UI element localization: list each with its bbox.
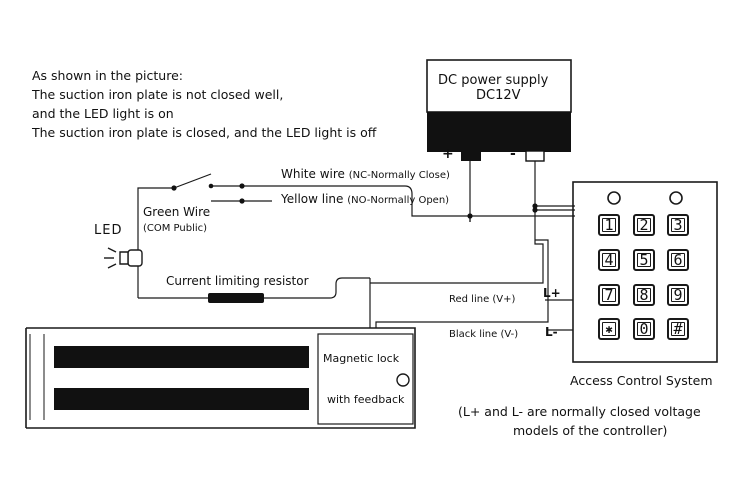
magnetic-lock-label: Magnetic lock (323, 352, 400, 365)
access-control-note-2: models of the controller) (513, 423, 668, 438)
key-9[interactable]: 9 (667, 284, 689, 306)
yellow-wire-name: Yellow line (281, 192, 344, 206)
minus-terminal: - (510, 146, 516, 162)
note-line-2: and the LED light is on (32, 106, 174, 121)
yellow-wire-label: Yellow line (NO-Normally Open) (281, 192, 450, 207)
key-3[interactable]: 3 (667, 214, 689, 236)
yellow-wire-type: (NO-Normally Open) (347, 195, 450, 206)
access-control-note-1: (L+ and L- are normally closed voltage (458, 404, 701, 419)
white-wire-label: White wire (NC-Normally Close) (281, 167, 450, 182)
magnetic-lock-feedback: with feedback (327, 393, 405, 406)
access-control-title: Access Control System (570, 373, 713, 388)
red-line-label: Red line (V+) (449, 294, 516, 305)
key-2[interactable]: 2 (633, 214, 655, 236)
plus-terminal: + (442, 146, 454, 162)
white-wire-name: White wire (281, 167, 345, 181)
l-minus-terminal: L- (545, 325, 558, 339)
key-6[interactable]: 6 (667, 249, 689, 271)
key-8[interactable]: 8 (633, 284, 655, 306)
key-7[interactable]: 7 (598, 284, 620, 306)
key-1[interactable]: 1 (598, 214, 620, 236)
key-star[interactable]: ✱ (598, 318, 620, 340)
black-line-label: Black line (V-) (449, 329, 519, 340)
key-4[interactable]: 4 (598, 249, 620, 271)
green-wire-type: (COM Public) (143, 223, 208, 234)
key-hash[interactable]: # (667, 318, 689, 340)
note-line-3: The suction iron plate is closed, and th… (32, 125, 377, 140)
white-wire-type: (NC-Normally Close) (348, 170, 450, 181)
resistor-label: Current limiting resistor (166, 274, 309, 288)
key-0[interactable]: 0 (633, 318, 655, 340)
key-5[interactable]: 5 (633, 249, 655, 271)
power-supply-voltage: DC12V (476, 88, 521, 103)
l-plus-terminal: L+ (543, 286, 561, 300)
led-icon (104, 247, 143, 269)
note-line-1: The suction iron plate is not closed wel… (32, 87, 284, 102)
power-supply-label: DC power supply (438, 73, 549, 88)
green-wire-label: Green Wire (143, 205, 211, 219)
led-label: LED (94, 223, 123, 238)
note-heading: As shown in the picture: (32, 68, 183, 83)
